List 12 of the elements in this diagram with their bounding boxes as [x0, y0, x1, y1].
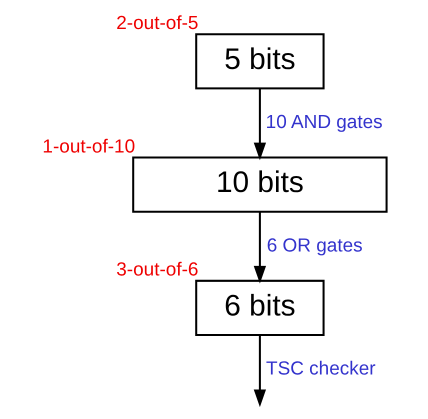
arrow — [253, 335, 266, 408]
edge-label: TSC checker — [266, 358, 376, 380]
edge-label: 10 AND gates — [265, 112, 382, 133]
node-label: 3-out-of-6 — [116, 260, 198, 281]
node-box: 10 bits — [132, 156, 388, 213]
node-box: 5 bits — [194, 33, 324, 90]
arrow — [253, 88, 266, 160]
node-box: 6 bits — [194, 280, 324, 336]
node-label: 2-out-of-5 — [116, 13, 198, 34]
node-label: 1-out-of-10 — [42, 136, 135, 158]
arrow — [253, 212, 266, 284]
edge-label: 6 OR gates — [266, 235, 362, 256]
